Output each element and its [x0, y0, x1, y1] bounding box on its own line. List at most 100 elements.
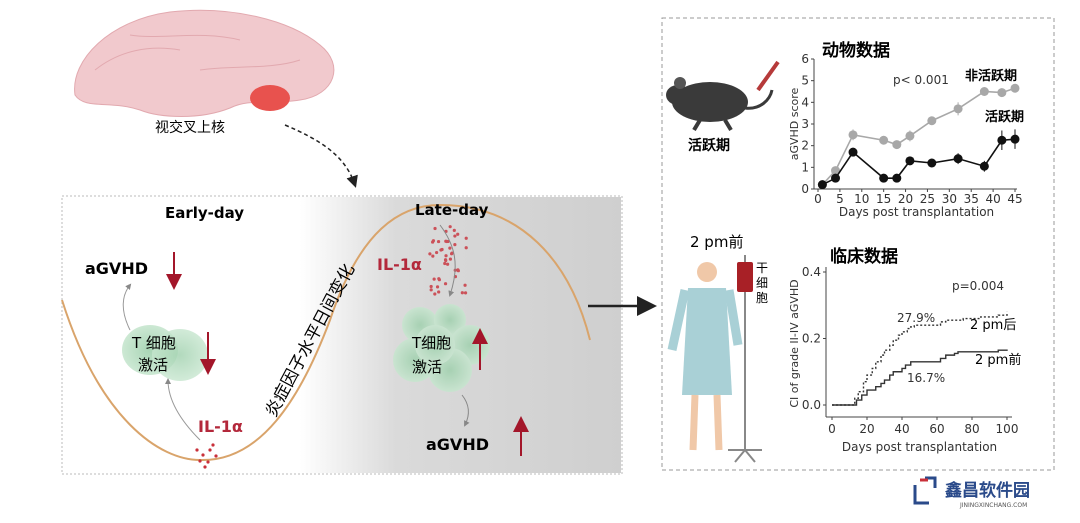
chart-title: 动物数据: [822, 40, 890, 61]
mouse-illustration: 活跃期: [666, 60, 780, 154]
cytokine-dot: [448, 257, 453, 261]
data-point: [905, 156, 915, 166]
value-label: 27.9%: [897, 311, 935, 325]
data-point: [831, 173, 841, 183]
x-tick-label: 5: [836, 192, 844, 206]
x-tick-label: 40: [894, 422, 909, 436]
data-point: [848, 147, 858, 157]
cytokine-dot: [452, 228, 456, 232]
x-tick-label: 60: [929, 422, 944, 436]
y-tick-label: 5: [801, 74, 809, 88]
x-tick-label: 100: [996, 422, 1019, 436]
data-point: [905, 131, 915, 141]
data-point: [848, 130, 858, 140]
data-point: [892, 173, 902, 183]
cytokine-dot: [448, 225, 452, 229]
cytokine-dot: [431, 254, 435, 258]
y-tick-label: 0: [801, 182, 809, 196]
cytokine-dot: [436, 239, 441, 244]
cytokine-dot: [439, 248, 443, 252]
late-tcell-label-1: T细胞: [411, 334, 451, 352]
y-tick-label: 1: [801, 160, 809, 174]
mechanism-panel: Early-day Late-day 炎症因子水平日间变化 aGVHD T 细胞…: [61, 195, 623, 475]
cytokine-dot: [456, 232, 460, 236]
early-il-label: IL-1α: [198, 417, 243, 436]
data-point: [997, 88, 1007, 98]
x-tick-label: 10: [854, 192, 869, 206]
time-label: 2 pm前: [690, 233, 743, 251]
data-point: [817, 180, 827, 190]
y-tick-label: 4: [801, 95, 809, 109]
data-point: [927, 116, 937, 126]
chart-title: 临床数据: [830, 246, 898, 267]
data-point: [997, 135, 1007, 145]
cytokine-dot: [445, 239, 449, 244]
cytokine-dot: [460, 291, 464, 295]
data-point: [953, 154, 963, 164]
p-value: p=0.004: [952, 279, 1004, 293]
data-point: [927, 158, 937, 168]
cytokine-dot: [443, 258, 448, 262]
cytokine-dot: [437, 277, 441, 281]
x-tick-label: 45: [1007, 192, 1022, 206]
cytokine-dot: [448, 246, 452, 250]
patient-illustration: 2 pm前 干 细 胞: [667, 233, 768, 463]
cytokine-dot: [446, 262, 450, 266]
cytokine-dots-icon: [195, 443, 218, 469]
x-tick-label: 20: [859, 422, 874, 436]
cytokine-dot: [433, 226, 437, 231]
cytokine-dot: [429, 288, 433, 292]
brain-label: 视交叉上核: [155, 119, 225, 136]
data-point: [892, 140, 902, 150]
cytokine-curve: [61, 203, 591, 462]
cytokine-dot: [453, 234, 457, 238]
data-point: [953, 104, 963, 114]
late-day-label: Late-day: [415, 201, 489, 219]
legend-label: 2 pm后: [970, 318, 1016, 333]
x-tick-label: 35: [964, 192, 979, 206]
cytokine-dot: [429, 284, 433, 289]
bag-label-1: 干: [756, 261, 768, 275]
cytokine-dot: [443, 261, 447, 266]
scn-region: [250, 85, 290, 111]
early-tcell-label-2: 激活: [138, 356, 168, 374]
value-label: 16.7%: [907, 371, 945, 385]
data-point: [879, 135, 889, 145]
cytokine-dot: [450, 251, 454, 255]
x-axis-label: Days post transplantation: [842, 440, 997, 454]
x-tick-label: 15: [876, 192, 891, 206]
data-point: [979, 161, 989, 171]
y-axis-label: CI of grade II-IV aGVHD: [788, 279, 801, 407]
cytokine-dot: [437, 290, 441, 294]
watermark-url: JININGXINCHANG.COM: [959, 502, 1027, 509]
y-tick-label: 6: [801, 52, 809, 66]
bag-label-2: 细: [756, 276, 768, 290]
mouse-label: 活跃期: [688, 137, 730, 154]
early-day-label: Early-day: [165, 204, 244, 222]
data-point: [1010, 134, 1020, 144]
cytokine-dot: [453, 243, 457, 247]
legend-label: 2 pm前: [975, 352, 1021, 368]
x-tick-label: 0: [814, 192, 822, 206]
late-il-label: IL-1α: [377, 255, 422, 274]
data-point: [1010, 83, 1020, 93]
cytokine-dot: [443, 282, 448, 286]
early-tcell-label-1: T 细胞: [131, 334, 176, 352]
late-tcell-label-2: 激活: [412, 358, 442, 376]
x-axis-label: Days post transplantation: [839, 205, 994, 219]
legend-label: 活跃期: [985, 109, 1024, 125]
bag-label-3: 胞: [756, 291, 768, 305]
series-line: [832, 349, 1008, 406]
watermark-name: 鑫昌软件园: [944, 480, 1030, 501]
y-axis-label: aGVHD score: [788, 87, 801, 160]
brain-illustration: 视交叉上核: [74, 9, 335, 136]
y-tick-label: 0.4: [802, 265, 821, 279]
x-tick-label: 0: [828, 422, 836, 436]
late-agvhd-label: aGVHD: [426, 435, 489, 454]
cytokine-dot: [432, 277, 436, 281]
y-tick-label: 0.2: [802, 332, 821, 346]
cytokine-dot: [456, 268, 460, 272]
